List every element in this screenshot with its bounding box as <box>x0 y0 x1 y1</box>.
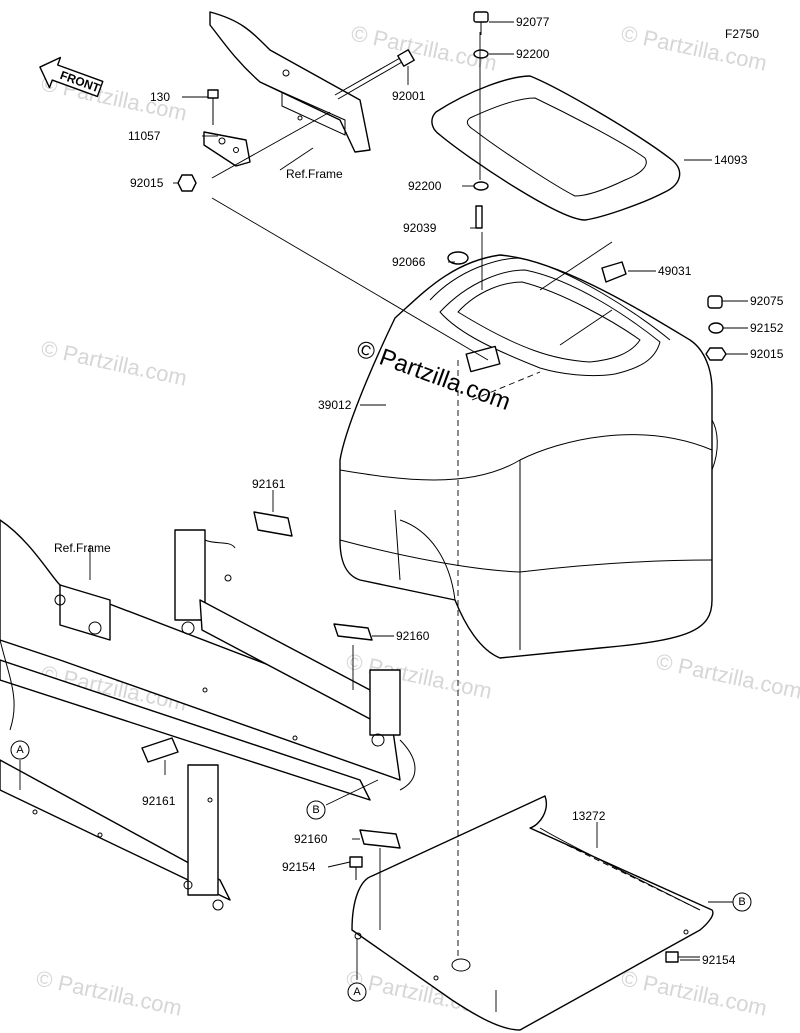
pin-92039 <box>475 205 483 229</box>
label-ref-frame-left: Ref.Frame <box>54 541 111 555</box>
label-92160-bottom: 92160 <box>294 832 328 846</box>
svg-text:B: B <box>738 896 745 908</box>
bracket-11057 <box>203 131 251 167</box>
chassis-frame <box>0 519 416 911</box>
key-92077 <box>473 11 489 35</box>
label-92161-top: 92161 <box>252 477 286 491</box>
storage-box-39012 <box>339 254 718 659</box>
nut-92015-right <box>705 347 727 361</box>
ref-frame-upper <box>209 11 371 153</box>
pad-92161-bottom <box>141 737 179 763</box>
label-92077: 92077 <box>516 15 550 29</box>
ref-point-b-frame: B <box>306 800 326 820</box>
bolt-92001 <box>334 49 415 100</box>
label-92154-right: 92154 <box>702 953 736 967</box>
watermark: © Partzilla.com <box>34 965 184 1020</box>
label-92001: 92001 <box>392 89 426 103</box>
label-92152: 92152 <box>750 321 784 335</box>
pad-92160-bottom <box>359 829 401 849</box>
watermark: © Partzilla.com <box>619 965 769 1020</box>
callout-labels: 92077 92200 92001 130 11057 92015 Ref.Fr… <box>54 15 784 967</box>
leader-lines <box>19 21 748 1012</box>
svg-text:A: A <box>353 986 361 998</box>
svg-text:B: B <box>312 804 319 816</box>
watermark: © Partzilla.com <box>349 20 499 75</box>
label-92161-bottom: 92161 <box>142 794 176 808</box>
bolt-92154-right <box>665 951 700 963</box>
washer-92200-mid <box>473 181 489 191</box>
watermark: © Partzilla.com <box>39 335 189 390</box>
label-92200-top: 92200 <box>516 47 550 61</box>
label-92015-left: 92015 <box>130 176 164 190</box>
label-14093: 14093 <box>714 153 748 167</box>
label-92075: 92075 <box>750 294 784 308</box>
bolt-92154-left <box>349 856 363 880</box>
nut-92015-left <box>177 174 197 192</box>
label-92015-right: 92015 <box>750 347 784 361</box>
label-39012: 39012 <box>318 398 352 412</box>
washer-92152 <box>708 322 724 334</box>
label-130: 130 <box>150 90 170 104</box>
ref-point-a-plate: A <box>347 982 367 1002</box>
pad-92160-mid <box>333 623 373 641</box>
cap-92066 <box>447 251 469 265</box>
watermark: © Partzilla.com <box>654 648 800 703</box>
latch-49031 <box>601 261 627 283</box>
label-11057: 11057 <box>128 129 161 143</box>
label-ref-frame-top: Ref.Frame <box>286 167 343 181</box>
grommet-92075 <box>707 295 723 309</box>
label-92160-mid: 92160 <box>396 629 430 643</box>
plate-13272 <box>351 795 714 1031</box>
pad-92161-top <box>253 511 293 537</box>
washer-92200-top <box>473 49 489 59</box>
svg-text:A: A <box>16 744 24 756</box>
label-92154-left: 92154 <box>282 860 316 874</box>
label-92039: 92039 <box>403 221 437 235</box>
ref-point-b-plate: B <box>732 892 752 912</box>
label-92066: 92066 <box>392 255 426 269</box>
ref-point-a-left: A <box>10 740 30 760</box>
label-49031: 49031 <box>658 264 692 278</box>
bolt-130 <box>207 89 219 125</box>
figure-code: F2750 <box>725 27 759 41</box>
lid-14093 <box>431 75 681 221</box>
label-92200-mid: 92200 <box>408 179 442 193</box>
label-13272: 13272 <box>572 809 606 823</box>
